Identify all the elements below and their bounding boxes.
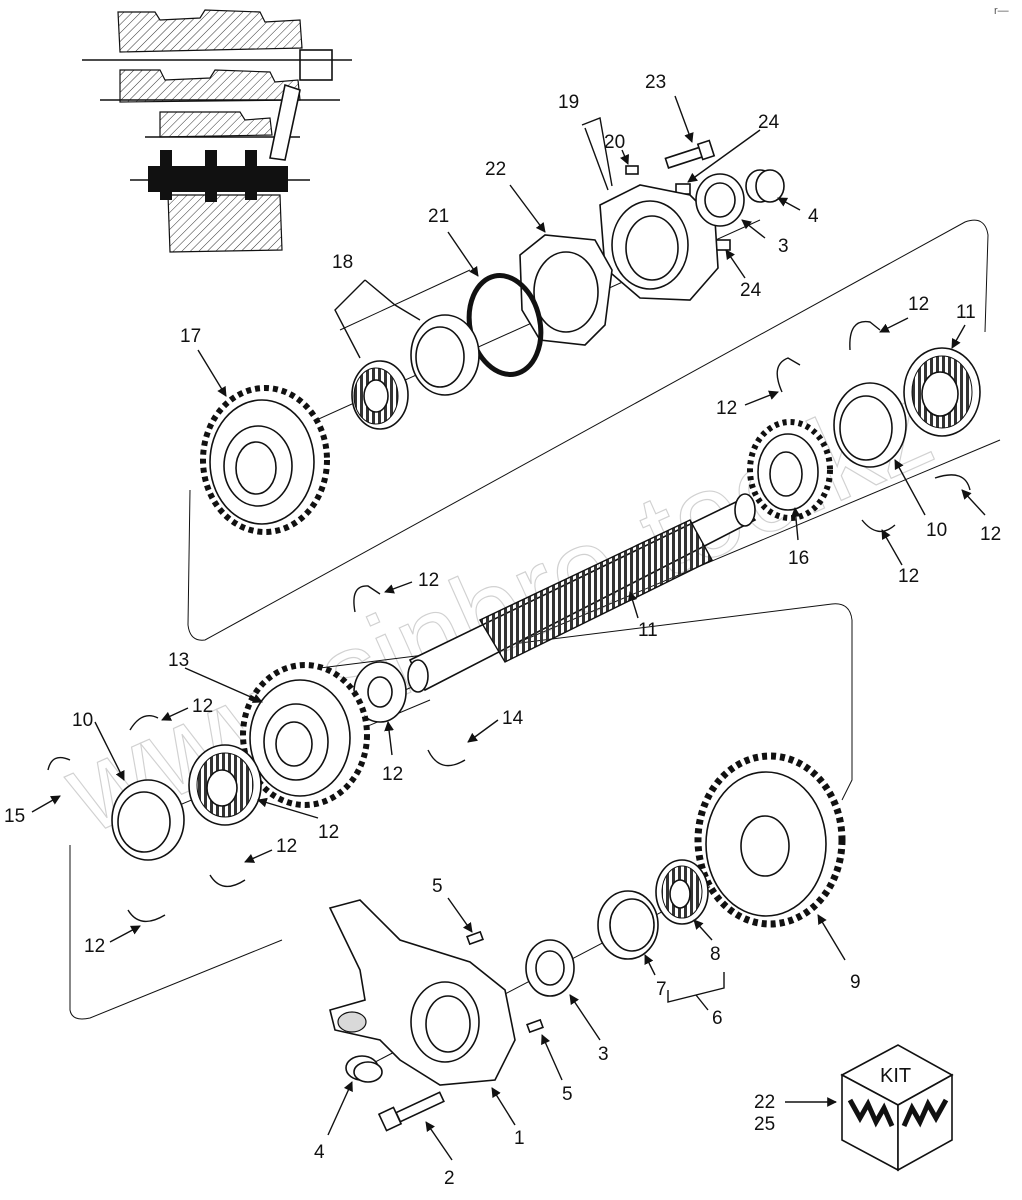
part-bearing-18 (351, 314, 480, 430)
callout-19: 19 (558, 92, 579, 113)
callout-10: 10 (72, 710, 93, 731)
part-snapring-12-b (776, 357, 801, 393)
part-snapring-12-d (861, 519, 896, 533)
callout-16: 16 (788, 548, 809, 569)
part-needle-bearing-15 (188, 744, 262, 826)
inset-section-view (82, 9, 352, 253)
corner-mark: r— (994, 5, 1009, 17)
callout-3: 3 (778, 236, 789, 257)
part-seal-3-lower (525, 939, 575, 997)
callout-12: 15 (4, 806, 25, 827)
part-snapring-12-h (47, 756, 71, 771)
callout-7: 7 (656, 979, 667, 1000)
callout-12: 12 (898, 566, 919, 587)
kit-box: KIT 22 25 (754, 1044, 954, 1172)
callout-12: 12 (716, 398, 737, 419)
part-main-shaft-11 (407, 493, 757, 693)
kit-part-22: 22 (754, 1092, 775, 1113)
callout-24: 24 (758, 112, 780, 133)
part-bolt-2 (377, 1091, 445, 1132)
part-washer-14 (353, 661, 407, 723)
part-sync-ring-10-lower (111, 779, 185, 861)
part-seal-3-upper (695, 173, 745, 227)
part-housing-19 (599, 184, 719, 301)
callout-20: 20 (604, 132, 625, 153)
kit-part-25: 25 (754, 1114, 775, 1135)
part-snapring-12-a (849, 320, 881, 351)
part-plug-24-lower (715, 239, 731, 251)
part-gasket-22 (519, 234, 613, 346)
callout-12: 12 (276, 836, 297, 857)
callout-4: 4 (314, 1142, 325, 1163)
part-gear-13 (240, 662, 370, 808)
part-sync-ring-10-upper (833, 382, 907, 468)
part-bearing-cone-8 (655, 859, 709, 925)
callout-24: 24 (740, 280, 762, 301)
callout-5: 5 (432, 876, 443, 897)
callout-12: 14 (502, 708, 524, 729)
callout-11: 11 (638, 620, 658, 641)
part-housing-1 (328, 899, 516, 1086)
callout-11: 11 (956, 302, 976, 323)
callout-12: 12 (84, 936, 105, 957)
callout-21: 21 (428, 206, 449, 227)
leader-lines (31, 95, 986, 1161)
callout-2: 2 (444, 1168, 455, 1189)
callout-12: 12 (418, 570, 439, 591)
callout-12: 12 (192, 696, 213, 717)
part-cup-4-lower (345, 1055, 383, 1083)
part-gear-17 (200, 385, 330, 535)
callout-9: 9 (850, 972, 861, 993)
callout-22: 22 (485, 159, 506, 180)
part-pin-5-lower (526, 1018, 544, 1034)
kit-label: KIT (880, 1065, 911, 1087)
kit-logo-left (847, 1098, 895, 1128)
callout-18: 18 (332, 252, 353, 273)
callout-12: 12 (908, 294, 929, 315)
part-snapring-12-c (934, 474, 971, 491)
callout-12: 12 (980, 524, 1001, 545)
part-pin-20 (625, 165, 639, 175)
callout-14: 12 (382, 764, 403, 785)
callout-15: 12 (318, 822, 339, 843)
callout-3: 3 (598, 1044, 609, 1065)
part-pin-5-upper (466, 930, 484, 946)
part-bearing-cup-7 (597, 890, 659, 960)
part-bolt-23 (664, 139, 716, 169)
part-snapring-12-f (427, 749, 466, 767)
part-snapring-12-g (129, 715, 159, 731)
callout-10: 10 (926, 520, 947, 541)
callout-8: 8 (710, 944, 721, 965)
kit-logo-right (901, 1098, 949, 1128)
part-snapring-12-e (353, 585, 381, 613)
part-needle-bearing-11-upper (903, 347, 981, 437)
callout-6: 6 (712, 1008, 723, 1029)
callout-4: 4 (808, 206, 819, 227)
callout-labels: 23 19 24 20 22 4 3 21 24 18 12 11 17 12 … (4, 72, 1001, 1189)
part-snapring-12-j (127, 909, 166, 923)
part-gear-16 (747, 419, 833, 521)
callout-13: 13 (168, 650, 189, 671)
callout-1: 1 (514, 1128, 525, 1149)
part-gear-9 (694, 752, 846, 928)
callout-17: 17 (180, 326, 201, 347)
callout-5: 5 (562, 1084, 573, 1105)
part-cup-4-upper (745, 169, 785, 203)
part-snapring-12-i (209, 874, 246, 888)
callout-23: 23 (645, 72, 666, 93)
